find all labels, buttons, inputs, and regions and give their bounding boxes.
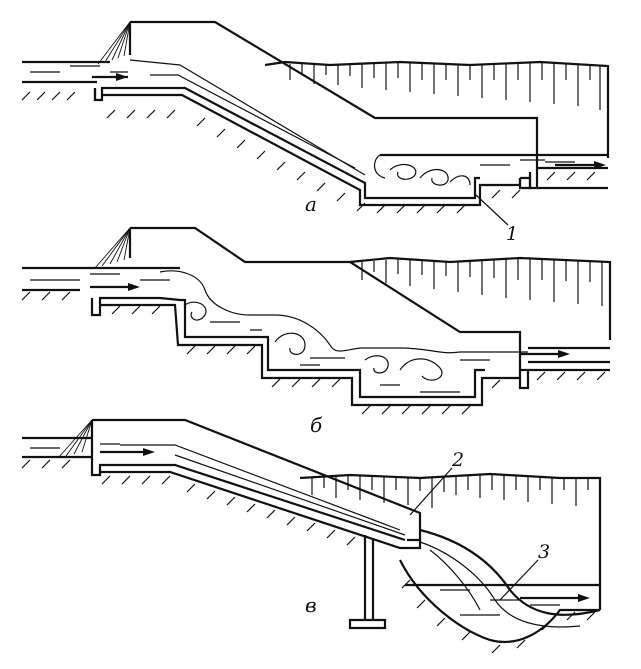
steps-b <box>90 226 530 407</box>
ground-hatch-b <box>21 291 606 415</box>
tailwater-b <box>520 346 610 372</box>
panel-c: 2 3 в <box>21 418 602 654</box>
panel-letter-a: а <box>305 192 317 216</box>
ground-hatch-c <box>21 459 596 654</box>
chute-a <box>93 20 539 207</box>
cantilever-chute-c <box>90 418 422 630</box>
callout-label-2: 2 <box>451 449 464 471</box>
callout-3: 3 <box>499 541 550 601</box>
callout-label-1: 1 <box>506 223 518 245</box>
scour-hole-c <box>399 528 601 643</box>
callout-1: 1 <box>475 194 518 245</box>
upstream-canal-c <box>22 419 155 459</box>
ground-hatch-a <box>21 91 596 214</box>
upstream-canal-a <box>22 21 131 84</box>
earth-bank-a <box>264 60 610 158</box>
earth-bank-b <box>349 256 612 340</box>
stilling-basin-a <box>374 153 608 190</box>
panel-letter-b: б <box>310 413 323 437</box>
callout-2: 2 <box>409 449 464 516</box>
callout-label-3: 3 <box>538 541 550 563</box>
earth-bank-c <box>299 472 602 610</box>
panel-a: 1 а <box>21 20 610 245</box>
panel-b: б <box>21 226 612 437</box>
panel-letter-c: в <box>305 593 317 617</box>
upstream-canal-b <box>22 227 180 292</box>
